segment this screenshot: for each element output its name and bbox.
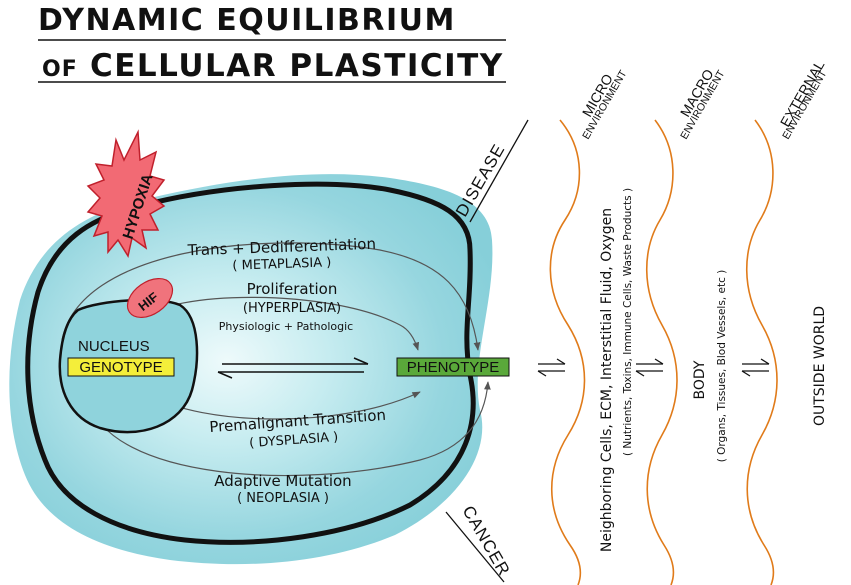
hypoxia-burst: HYPOXIA — [86, 129, 166, 258]
micro-env-contents: Neighboring Cells, ECM, Interstitial Flu… — [599, 208, 615, 552]
arc-neoplasia — [87, 381, 491, 477]
external-boundary-line — [745, 119, 778, 585]
nucleus-label: NUCLEUS — [78, 338, 150, 355]
title-block: DYNAMIC EQUILIBRIUM OF CELLULAR PLASTICI… — [38, 3, 506, 84]
cancer-underline — [445, 511, 505, 583]
exchange-arrows — [537, 358, 770, 377]
phenotype-box — [396, 357, 510, 377]
reverse-arrow-head — [217, 371, 233, 379]
pathway-dysplasia-subtitle: ( DYSPLASIA ) — [249, 430, 339, 451]
nucleus: NUCLEUS GENOTYPE — [58, 298, 199, 434]
pathway-labels: Trans + Dedifferentiation ( METAPLASIA )… — [186, 235, 386, 506]
title-line-2-main: CELLULAR PLASTICITY — [90, 48, 504, 84]
pathway-hyperplasia-name: Proliferation — [247, 280, 338, 298]
equilibrium-arrows-center — [217, 357, 369, 379]
pathway-neoplasia-subtitle: ( NEOPLASIA ) — [237, 491, 329, 506]
disease-label: DISEASE — [452, 141, 509, 220]
cancer-label: CANCER — [459, 503, 514, 580]
phenotype: PHENOTYPE — [396, 357, 510, 377]
pathway-hyperplasia-subtitle: (HYPERPLASIA) — [243, 301, 341, 316]
cell — [9, 174, 493, 565]
pathway-hyperplasia-note: Physiologic + Pathologic — [219, 320, 353, 333]
title-line-2-prefix: OF — [42, 57, 78, 82]
genotype-label: GENOTYPE — [79, 359, 162, 376]
macro-env-contents: BODY — [692, 360, 708, 399]
forward-arrow-head — [353, 357, 369, 365]
cell-membrane — [25, 181, 476, 545]
macro-env-contents-detail: ( Organs, Tissues, Blod Vessels, etc ) — [716, 270, 728, 463]
environment-headers: MICRO ENVIRONMENT MACRO ENVIRONMENT EXTE… — [579, 57, 830, 141]
micro-env-contents-detail: ( Nutrients, Toxins, Immune Cells, Waste… — [622, 188, 634, 456]
cell-cytoplasm — [9, 174, 493, 565]
disease-underline — [469, 119, 529, 223]
title-line-1: DYNAMIC EQUILIBRIUM — [38, 3, 456, 38]
arc-metaplasia — [61, 242, 481, 351]
genotype-box — [67, 357, 175, 377]
phenotype-label: PHENOTYPE — [407, 359, 500, 376]
hif-ellipse — [126, 277, 174, 319]
macro-boundary-line — [645, 119, 678, 585]
hypoxia-burst-shape — [86, 129, 166, 258]
exchange-arrow-macro-external — [741, 358, 770, 377]
exchange-arrow-cell-micro — [537, 358, 566, 377]
external-env-contents: OUTSIDE WORLD — [812, 306, 828, 426]
exchange-arrow-micro-macro — [635, 358, 664, 377]
pathway-metaplasia-subtitle: ( METAPLASIA ) — [232, 255, 331, 273]
pathway-neoplasia-name: Adaptive Mutation — [214, 472, 351, 490]
hif-marker: HIF — [126, 277, 174, 319]
environment-contents: Neighboring Cells, ECM, Interstitial Flu… — [599, 188, 828, 552]
micro-boundary-line — [549, 119, 586, 585]
environment-boundaries — [549, 119, 778, 585]
